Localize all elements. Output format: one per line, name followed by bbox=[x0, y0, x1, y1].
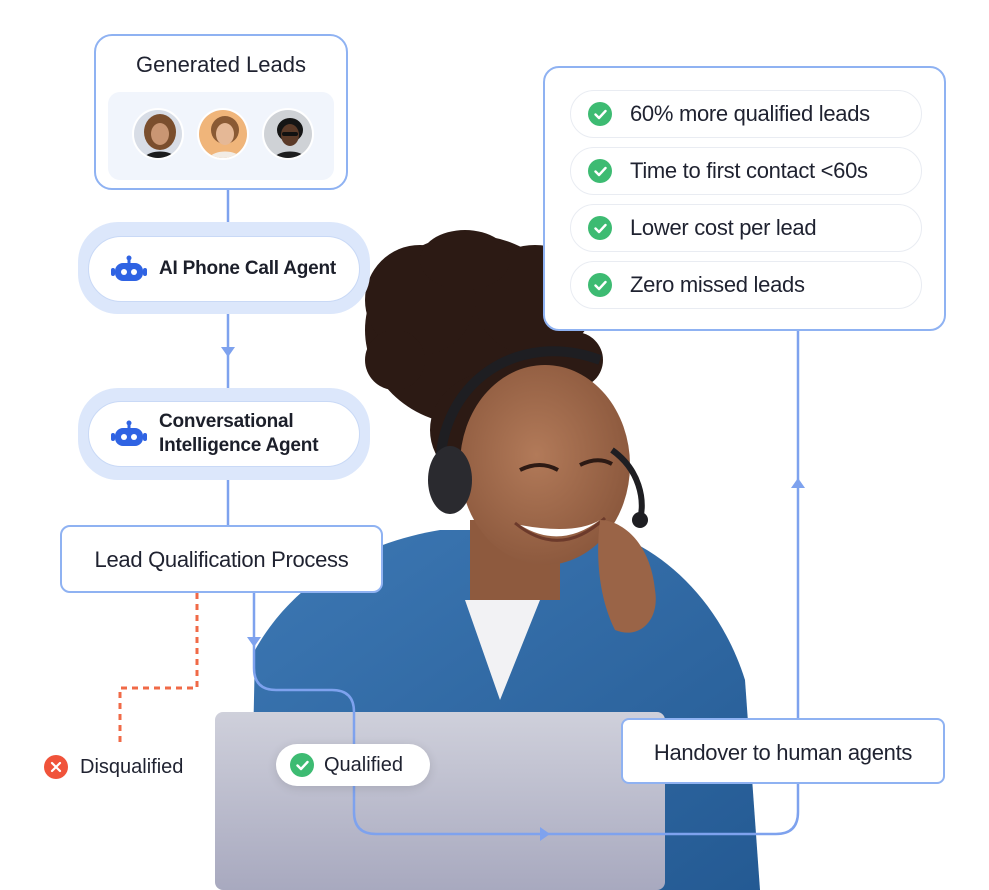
result-item: Time to first contact <60s bbox=[570, 147, 922, 195]
avatar bbox=[132, 108, 184, 160]
results-card: 60% more qualified leads Time to first c… bbox=[543, 66, 946, 331]
result-label: Time to first contact <60s bbox=[630, 158, 868, 183]
result-item: 60% more qualified leads bbox=[570, 90, 922, 138]
check-icon bbox=[290, 753, 314, 777]
result-label: Zero missed leads bbox=[630, 272, 805, 297]
lead-avatar-image bbox=[199, 110, 247, 158]
generated-leads-card: Generated Leads bbox=[94, 34, 348, 190]
check-icon bbox=[588, 216, 612, 240]
conversational-intelligence-agent-pill: Conversational Intelligence Agent bbox=[88, 401, 360, 467]
check-icon bbox=[588, 102, 612, 126]
lead-qualification-label: Lead Qualification Process bbox=[94, 547, 349, 572]
qualified-label: Qualified bbox=[324, 753, 403, 776]
result-label: Lower cost per lead bbox=[630, 215, 817, 240]
agent-label-line1: Conversational bbox=[159, 411, 294, 432]
agent-label-line2: Intelligence Agent bbox=[159, 435, 319, 456]
result-item: Lower cost per lead bbox=[570, 204, 922, 252]
avatar bbox=[197, 108, 249, 160]
check-icon bbox=[588, 273, 612, 297]
handover-label: Handover to human agents bbox=[653, 740, 913, 765]
robot-icon bbox=[111, 255, 147, 281]
lead-avatar-image bbox=[264, 110, 312, 158]
result-label: 60% more qualified leads bbox=[630, 101, 870, 126]
lead-qualification-card: Lead Qualification Process bbox=[60, 525, 383, 593]
laptop bbox=[215, 712, 665, 890]
ai-phone-call-agent-pill: AI Phone Call Agent bbox=[88, 236, 360, 302]
handover-card: Handover to human agents bbox=[621, 718, 945, 784]
generated-leads-title: Generated Leads bbox=[135, 52, 307, 77]
robot-icon bbox=[111, 420, 147, 446]
check-icon bbox=[588, 159, 612, 183]
avatar bbox=[262, 108, 314, 160]
result-item: Zero missed leads bbox=[570, 261, 922, 309]
agent-label: AI Phone Call Agent bbox=[159, 258, 337, 279]
disqualified-label: Disqualified bbox=[80, 755, 184, 778]
disqualified-outcome: Disqualified bbox=[44, 754, 183, 780]
lead-avatar-image bbox=[134, 110, 182, 158]
qualified-outcome: Qualified bbox=[276, 744, 430, 786]
avatar-tray bbox=[108, 92, 334, 180]
cross-icon bbox=[44, 755, 68, 779]
